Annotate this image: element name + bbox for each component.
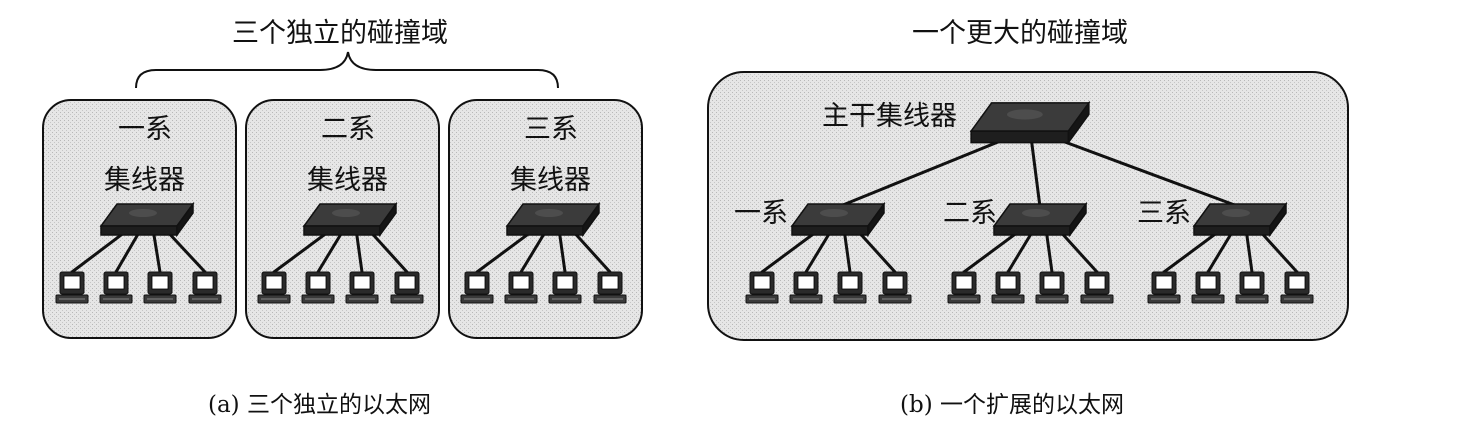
b3-link-pc-2 [1206, 227, 1236, 274]
a1-link-pc-1 [70, 227, 131, 274]
b2-computer-2 [991, 271, 1025, 304]
a2-computer-4 [390, 271, 424, 304]
b2-computer-3 [1035, 271, 1069, 304]
a1-link-pc-2 [114, 227, 143, 274]
b3-computer-3 [1235, 271, 1269, 304]
panel-b-dept-2-label: 二系 [943, 198, 997, 229]
b3-link-pc-4 [1256, 227, 1299, 274]
backbone-hub-label: 主干集线器 [822, 101, 957, 132]
a3-link-pc-3 [557, 227, 567, 274]
a1-link-pc-3 [151, 227, 162, 274]
a2-computer-1 [257, 271, 291, 304]
panel-b-caption: (b) 一个扩展的以太网 [900, 392, 1124, 418]
panel-b-dept-3-label: 三系 [1137, 198, 1191, 229]
b3-link-pc-1 [1162, 227, 1224, 274]
panel-a-dept-1-label: 一系 [118, 114, 172, 145]
b2-link-pc-1 [962, 227, 1024, 274]
a2-link-pc-3 [354, 227, 364, 274]
a3-link-pc-1 [475, 227, 537, 274]
b2-hub [992, 201, 1088, 238]
a2-link-pc-4 [366, 227, 409, 274]
a2-computer-2 [301, 271, 335, 304]
a1-link-pc-4 [163, 227, 207, 274]
panel-a-dept-2-label: 二系 [321, 114, 375, 145]
a1-computer-4 [188, 271, 222, 304]
b2-link-pc-4 [1056, 227, 1099, 274]
panel-a-hub-3-label: 集线器 [510, 165, 591, 196]
grouping-brace [135, 51, 559, 89]
a3-computer-4 [593, 271, 627, 304]
a2-computer-3 [345, 271, 379, 304]
panel-a-hub-1-label: 集线器 [104, 165, 185, 196]
a2-link-pc-2 [316, 227, 346, 274]
a1-computer-1 [55, 271, 89, 304]
b2-link-pc-2 [1006, 227, 1036, 274]
b1-link-pc-4 [854, 227, 897, 274]
b2-computer-1 [947, 271, 981, 304]
b2-link-pc-3 [1044, 227, 1054, 274]
network-devices [55, 100, 1314, 304]
b3-hub [1192, 201, 1288, 238]
b3-computer-2 [1191, 271, 1225, 304]
backbone-hub [969, 100, 1091, 145]
b1-computer-3 [833, 271, 867, 304]
a3-computer-2 [504, 271, 538, 304]
b1-computer-1 [745, 271, 779, 304]
b3-computer-1 [1147, 271, 1181, 304]
a3-link-pc-2 [519, 227, 549, 274]
panel-a-hub-2-label: 集线器 [307, 165, 388, 196]
panel-b-dept-1-label: 一系 [734, 198, 788, 229]
b1-hub [790, 201, 886, 238]
a1-computer-2 [99, 271, 133, 304]
a3-link-pc-4 [569, 227, 612, 274]
a3-hub [505, 201, 601, 238]
panel-b-title: 一个更大的碰撞域 [912, 18, 1128, 49]
a1-hub [99, 201, 195, 238]
b2-computer-4 [1080, 271, 1114, 304]
b3-computer-4 [1280, 271, 1314, 304]
b1-link-pc-3 [842, 227, 852, 274]
panel-a-title: 三个独立的碰撞域 [232, 18, 448, 49]
b1-computer-2 [789, 271, 823, 304]
a2-link-pc-1 [272, 227, 334, 274]
b1-link-pc-2 [804, 227, 834, 274]
a2-hub [302, 201, 398, 238]
b1-link-pc-1 [760, 227, 822, 274]
panel-a-dept-3-label: 三系 [524, 114, 578, 145]
b3-link-pc-3 [1244, 227, 1254, 274]
a3-computer-3 [548, 271, 582, 304]
panel-a-caption: (a) 三个独立的以太网 [208, 392, 431, 418]
b1-computer-4 [878, 271, 912, 304]
a1-computer-3 [143, 271, 177, 304]
a3-computer-1 [460, 271, 494, 304]
